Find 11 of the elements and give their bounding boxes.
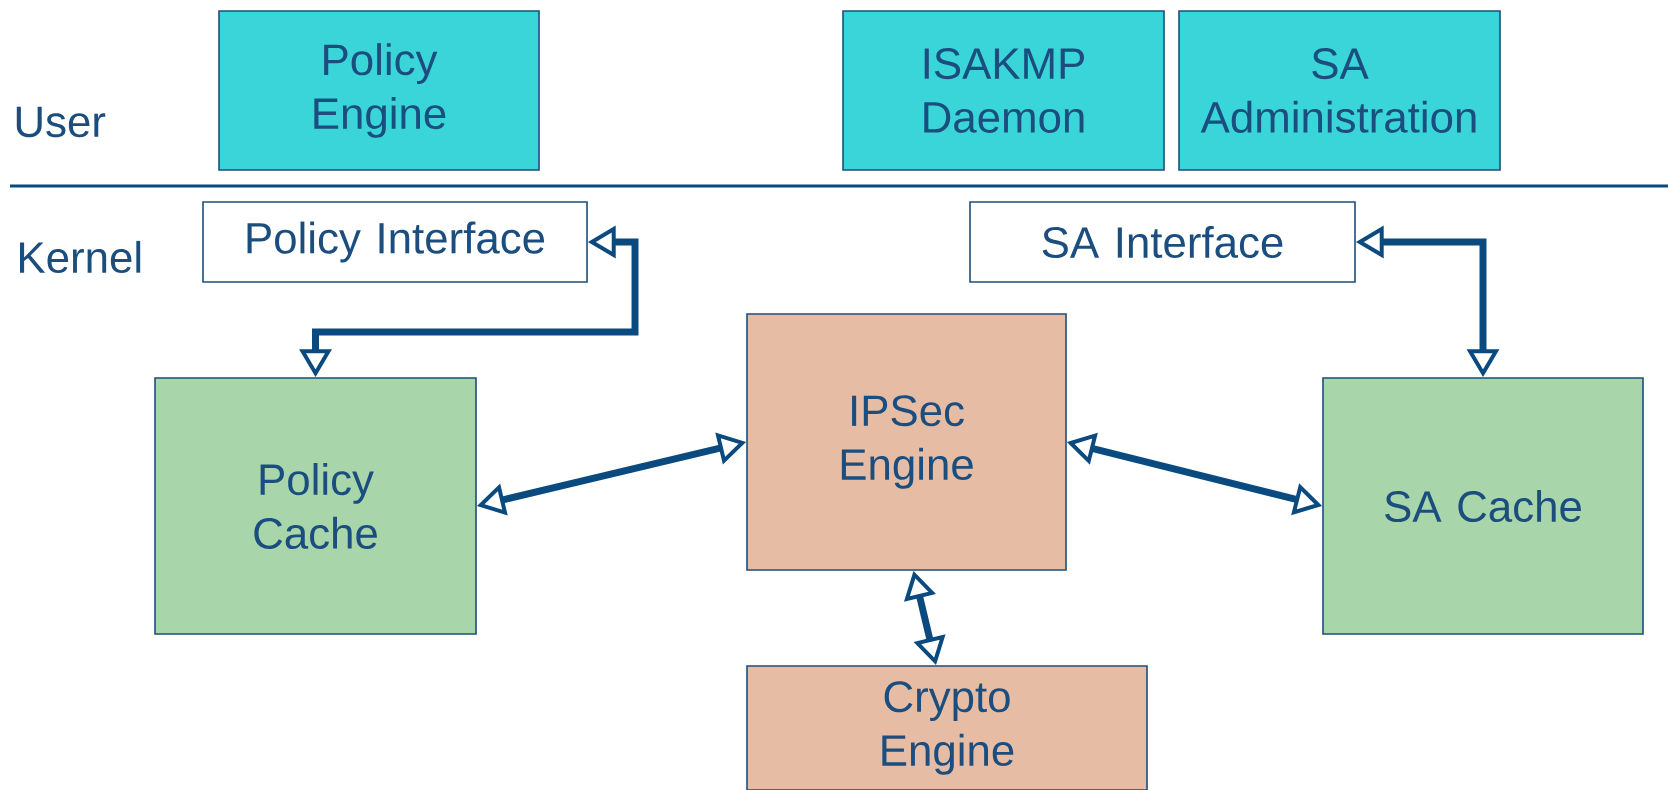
interface-box: Policy Interface [202, 201, 588, 283]
user-process-box: Policy Engine [218, 10, 540, 171]
interface-box: SA Interface [969, 201, 1356, 283]
engine-box: Crypto Engine [746, 665, 1148, 790]
layer-label: Kernel [20, 240, 141, 274]
user-process-box: ISAKMP Daemon [842, 10, 1165, 171]
user-process-box: SA Administration [1178, 10, 1501, 171]
layer-label: User [16, 106, 106, 138]
engine-box: IPSec Engine [746, 313, 1067, 571]
cache-box: Policy Cache [154, 377, 477, 635]
cache-box: SA Cache [1322, 377, 1644, 635]
